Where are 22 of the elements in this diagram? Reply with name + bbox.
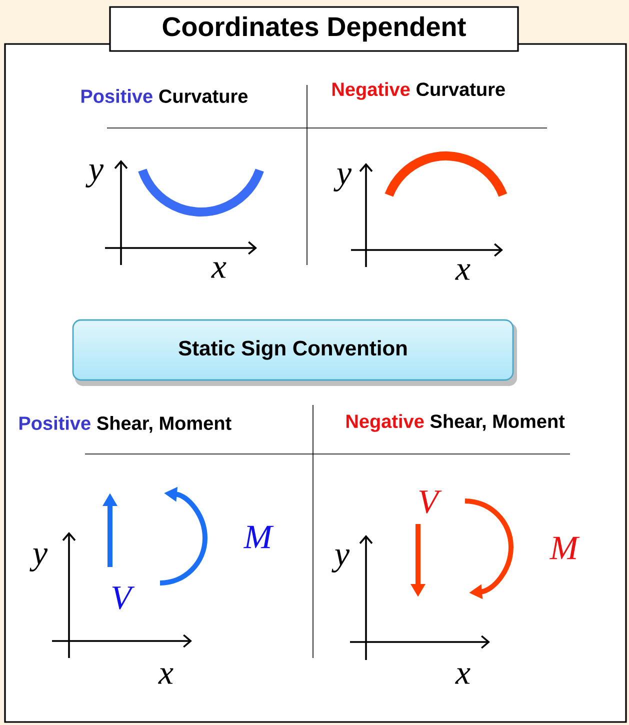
heading: Positive [19,416,90,430]
math-symbol: M [243,526,274,548]
heading: Shear, Moment [430,414,565,431]
heading: Shear, Moment [97,416,232,433]
math-symbol: x [158,668,174,684]
heading: Negative [346,414,424,432]
math-symbol: x [211,262,226,278]
math-symbol: M [549,536,580,560]
math-symbol: V [112,586,135,610]
heading: Positive [81,89,152,103]
banner-box: Static Sign Convention [72,319,514,381]
heading: Negative [332,82,410,100]
title-box: Coordinates Dependent [109,6,519,52]
math-symbol: y [86,164,104,188]
math-symbol: x [455,668,470,684]
math-symbol: y [30,548,48,572]
heading: Curvature [159,90,248,103]
math-symbol: V [419,490,442,514]
heading: Curvature [416,82,505,96]
math-symbol: y [332,550,350,572]
math-symbol: x [455,264,470,280]
math-symbol: y [334,168,352,192]
